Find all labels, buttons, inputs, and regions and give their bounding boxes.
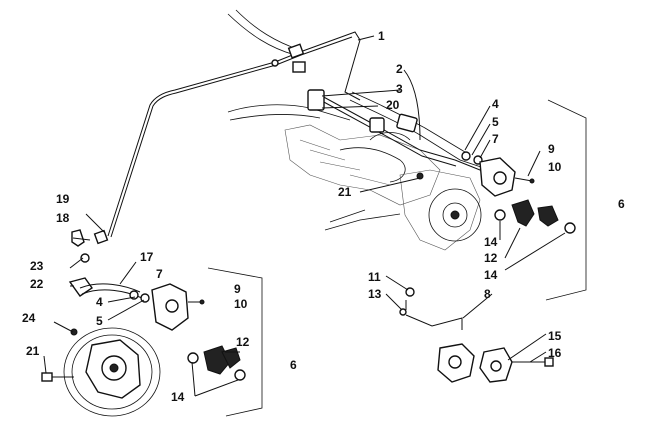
callout-7: 7 bbox=[492, 132, 499, 146]
callout-21: 21 bbox=[26, 344, 40, 358]
callout-16: 16 bbox=[548, 346, 562, 360]
callout-8: 8 bbox=[484, 287, 491, 301]
callout-23: 23 bbox=[30, 259, 44, 273]
callout-12: 12 bbox=[236, 335, 250, 349]
callout-2: 2 bbox=[396, 62, 403, 76]
callout-14: 14 bbox=[484, 268, 498, 282]
callout-3: 3 bbox=[396, 82, 403, 96]
callout-18: 18 bbox=[56, 211, 70, 225]
callout-15: 15 bbox=[548, 329, 562, 343]
callout-9: 9 bbox=[548, 142, 555, 156]
callout-7: 7 bbox=[156, 267, 163, 281]
callout-21: 21 bbox=[338, 185, 352, 199]
callout-13: 13 bbox=[368, 287, 382, 301]
callout-4: 4 bbox=[96, 295, 103, 309]
callout-19: 19 bbox=[56, 192, 70, 206]
callout-12: 12 bbox=[484, 251, 498, 265]
callout-labels: 1 2 3 20 4 5 7 9 10 6 21 14 12 14 19 18 … bbox=[22, 29, 625, 404]
callout-20: 20 bbox=[386, 98, 400, 112]
frame-sketch bbox=[227, 9, 491, 251]
upper-caliper-assembly bbox=[307, 89, 587, 301]
lower-caliper-assembly bbox=[41, 229, 263, 417]
callout-14: 14 bbox=[171, 390, 185, 404]
callout-5: 5 bbox=[492, 115, 499, 129]
callout-24: 24 bbox=[22, 311, 36, 325]
lower-right-assembly bbox=[399, 287, 554, 383]
callout-4: 4 bbox=[492, 97, 499, 111]
callout-17: 17 bbox=[140, 250, 154, 264]
leader-lines bbox=[43, 35, 566, 397]
callout-9: 9 bbox=[234, 282, 241, 296]
callout-22: 22 bbox=[30, 277, 44, 291]
callout-6: 6 bbox=[618, 197, 625, 211]
callout-6: 6 bbox=[290, 358, 297, 372]
callout-10: 10 bbox=[234, 297, 248, 311]
callout-10: 10 bbox=[548, 160, 562, 174]
callout-14: 14 bbox=[484, 235, 498, 249]
callout-1: 1 bbox=[378, 29, 385, 43]
callout-5: 5 bbox=[96, 314, 103, 328]
brake-line bbox=[107, 31, 361, 238]
callout-11: 11 bbox=[368, 270, 381, 284]
